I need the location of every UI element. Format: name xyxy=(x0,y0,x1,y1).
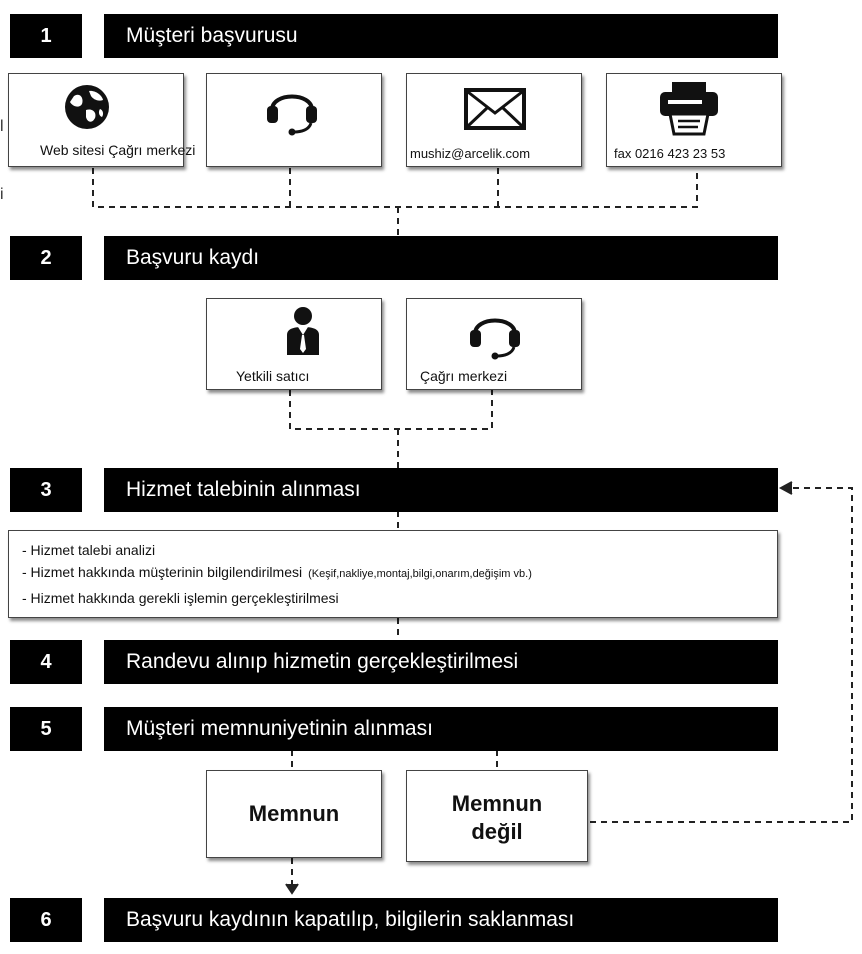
step-number-1: 1 xyxy=(10,14,82,58)
step-number-3: 3 xyxy=(10,468,82,512)
step-title-1: Müşteri başvurusu xyxy=(104,14,778,58)
service-detail-inform-note: (Keşif,nakliye,montaj,bilgi,onarım,değiş… xyxy=(308,568,532,580)
channel-box-call-center xyxy=(206,73,382,167)
step-number-4: 4 xyxy=(10,640,82,684)
channel-label-fax: fax 0216 423 23 53 xyxy=(614,146,726,161)
not-satisfied-box xyxy=(406,770,588,862)
feedback-arrowhead xyxy=(778,481,793,495)
headset-icon xyxy=(267,94,317,136)
channel-label-email: mushiz@arcelik.com xyxy=(410,146,531,161)
not-satisfied-label: Memnun değil xyxy=(406,790,588,845)
registration-connector xyxy=(289,390,493,430)
margin-mark-i: i xyxy=(0,186,4,203)
step-title-4: Randevu alınıp hizmetin gerçekleştirilme… xyxy=(104,640,778,684)
margin-mark-l: l xyxy=(0,118,4,135)
globe-icon xyxy=(65,85,109,129)
satisfied-label: Memnun xyxy=(248,801,340,826)
step-number-6: 6 xyxy=(10,898,82,942)
satisfied-arrowhead xyxy=(285,883,299,895)
step-title-5: Müşteri memnuniyetinin alınması xyxy=(104,707,778,751)
step-title-6: Başvuru kaydının kapatılıp, bilgilerin s… xyxy=(104,898,778,942)
step-title-2: Başvuru kaydı xyxy=(104,236,778,280)
service-detail-analysis: - Hizmet talebi analizi xyxy=(22,542,156,558)
step-number-5: 5 xyxy=(10,707,82,751)
channel-label-web: Web sitesi Çağrı merkezi xyxy=(40,142,196,158)
service-detail-inform: - Hizmet hakkında müşterinin bilgilendir… xyxy=(22,564,532,580)
not-satisfied-label-line1: Memnun xyxy=(451,791,543,816)
not-satisfied-label-line2: değil xyxy=(471,818,523,844)
feedback-loop-line xyxy=(590,487,853,823)
registration-box-call-center xyxy=(406,298,582,390)
headset-icon xyxy=(470,318,520,360)
service-detail-execute: - Hizmet hakkında gerekli işlemin gerçek… xyxy=(22,590,339,606)
step-title-3: Hizmet talebinin alınması xyxy=(104,468,778,512)
channels-connector xyxy=(92,168,698,208)
satisfied-box xyxy=(206,770,382,858)
registration-label-dealer: Yetkili satıcı xyxy=(236,368,310,384)
envelope-icon xyxy=(464,88,526,130)
registration-label-call-center: Çağrı merkezi xyxy=(420,368,508,384)
fax-icon xyxy=(660,82,718,136)
service-details-box xyxy=(8,530,778,618)
service-detail-inform-text: - Hizmet hakkında müşterinin bilgilendir… xyxy=(22,564,303,580)
step-number-2: 2 xyxy=(10,236,82,280)
person-icon xyxy=(287,307,319,355)
